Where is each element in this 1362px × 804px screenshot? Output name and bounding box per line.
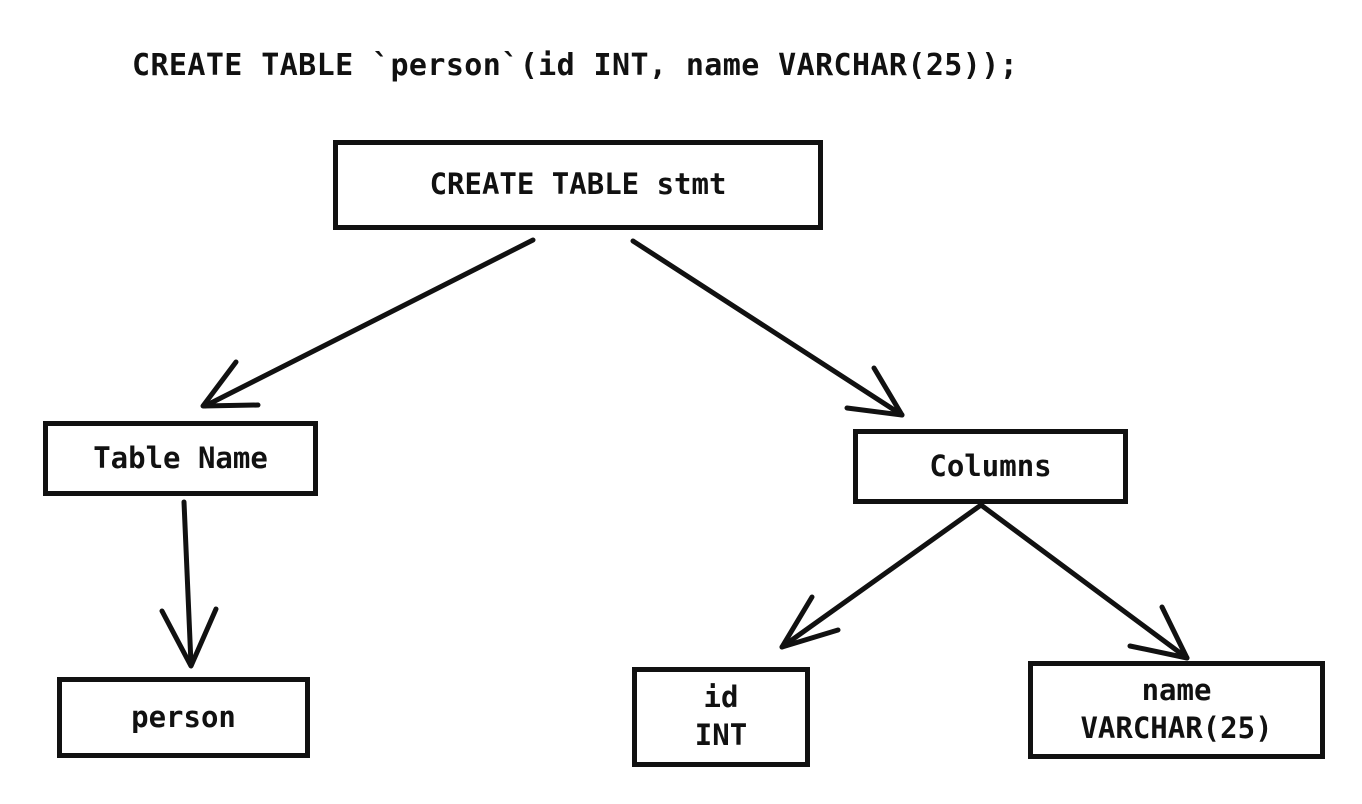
node-id-int: id INT bbox=[632, 667, 810, 767]
node-columns-label: Columns bbox=[929, 448, 1052, 483]
edge-root-to-columns-arrow bbox=[630, 238, 905, 418]
node-name-varchar-line1: name bbox=[1141, 673, 1212, 708]
edge-table-name-to-person-arrow bbox=[159, 499, 219, 669]
node-name-varchar-line2: VARCHAR(25) bbox=[1080, 711, 1273, 745]
sql-statement-text: CREATE TABLE `person`(id INT, name VARCH… bbox=[132, 48, 1019, 83]
node-create-table-stmt: CREATE TABLE stmt bbox=[333, 140, 823, 230]
edge-root-to-table-name-arrow bbox=[200, 237, 536, 409]
node-name-varchar: name VARCHAR(25) bbox=[1028, 661, 1325, 759]
node-id-int-line1: id bbox=[703, 680, 739, 715]
edge-columns-to-id-arrow bbox=[779, 502, 984, 650]
node-table-name-label: Table Name bbox=[93, 440, 268, 475]
node-person-label: person bbox=[131, 699, 236, 734]
node-table-name: Table Name bbox=[43, 421, 318, 496]
edge-columns-to-name-arrow bbox=[978, 502, 1190, 661]
node-person: person bbox=[57, 677, 310, 758]
node-create-table-stmt-label: CREATE TABLE stmt bbox=[429, 167, 727, 202]
node-id-int-line2: INT bbox=[694, 718, 748, 752]
node-columns: Columns bbox=[853, 429, 1128, 504]
